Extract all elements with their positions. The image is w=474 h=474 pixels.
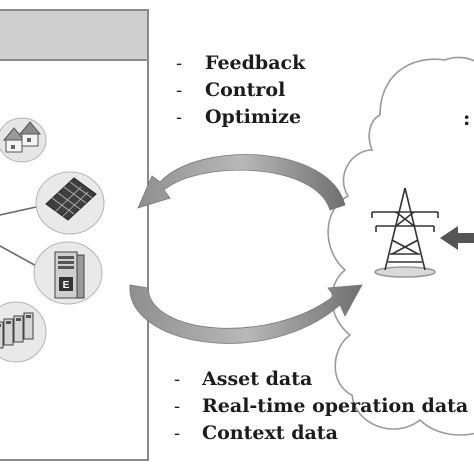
top-list-item-control: Control [205,79,286,101]
top-list-bullet-3: - [176,107,183,128]
system-panel-header [0,9,149,61]
top-list-item-optimize: Optimize [205,106,302,128]
houses-icon [0,117,47,163]
system-panel [0,9,149,461]
incoming-arrow-icon [440,226,474,250]
bottom-list-bullet-2: - [174,396,181,417]
bottom-list-item-real-time-operation-data: Real-time operation data [202,395,469,417]
solar-panel-icon [35,171,105,235]
top-list-bullet-2: - [176,80,183,101]
feedback-arrow [137,154,346,211]
battery-bank-icon [0,301,47,363]
cloud-shape [327,56,474,436]
bottom-list-item-context-data: Context data [202,422,338,444]
data-arrow [129,284,363,344]
bottom-list-bullet-1: - [174,369,181,390]
bottom-list-item-asset-data: Asset data [202,368,313,390]
transmission-tower-icon [371,187,439,278]
asset-connection-lines [0,206,41,269]
cloud-text: : [463,106,470,130]
bottom-list-bullet-3: - [174,423,181,444]
cabinet-badge: E [63,280,70,291]
server-cabinet-icon: E [33,241,103,305]
top-list-item-feedback: Feedback [205,52,306,74]
top-list-bullet-1: - [176,53,183,74]
